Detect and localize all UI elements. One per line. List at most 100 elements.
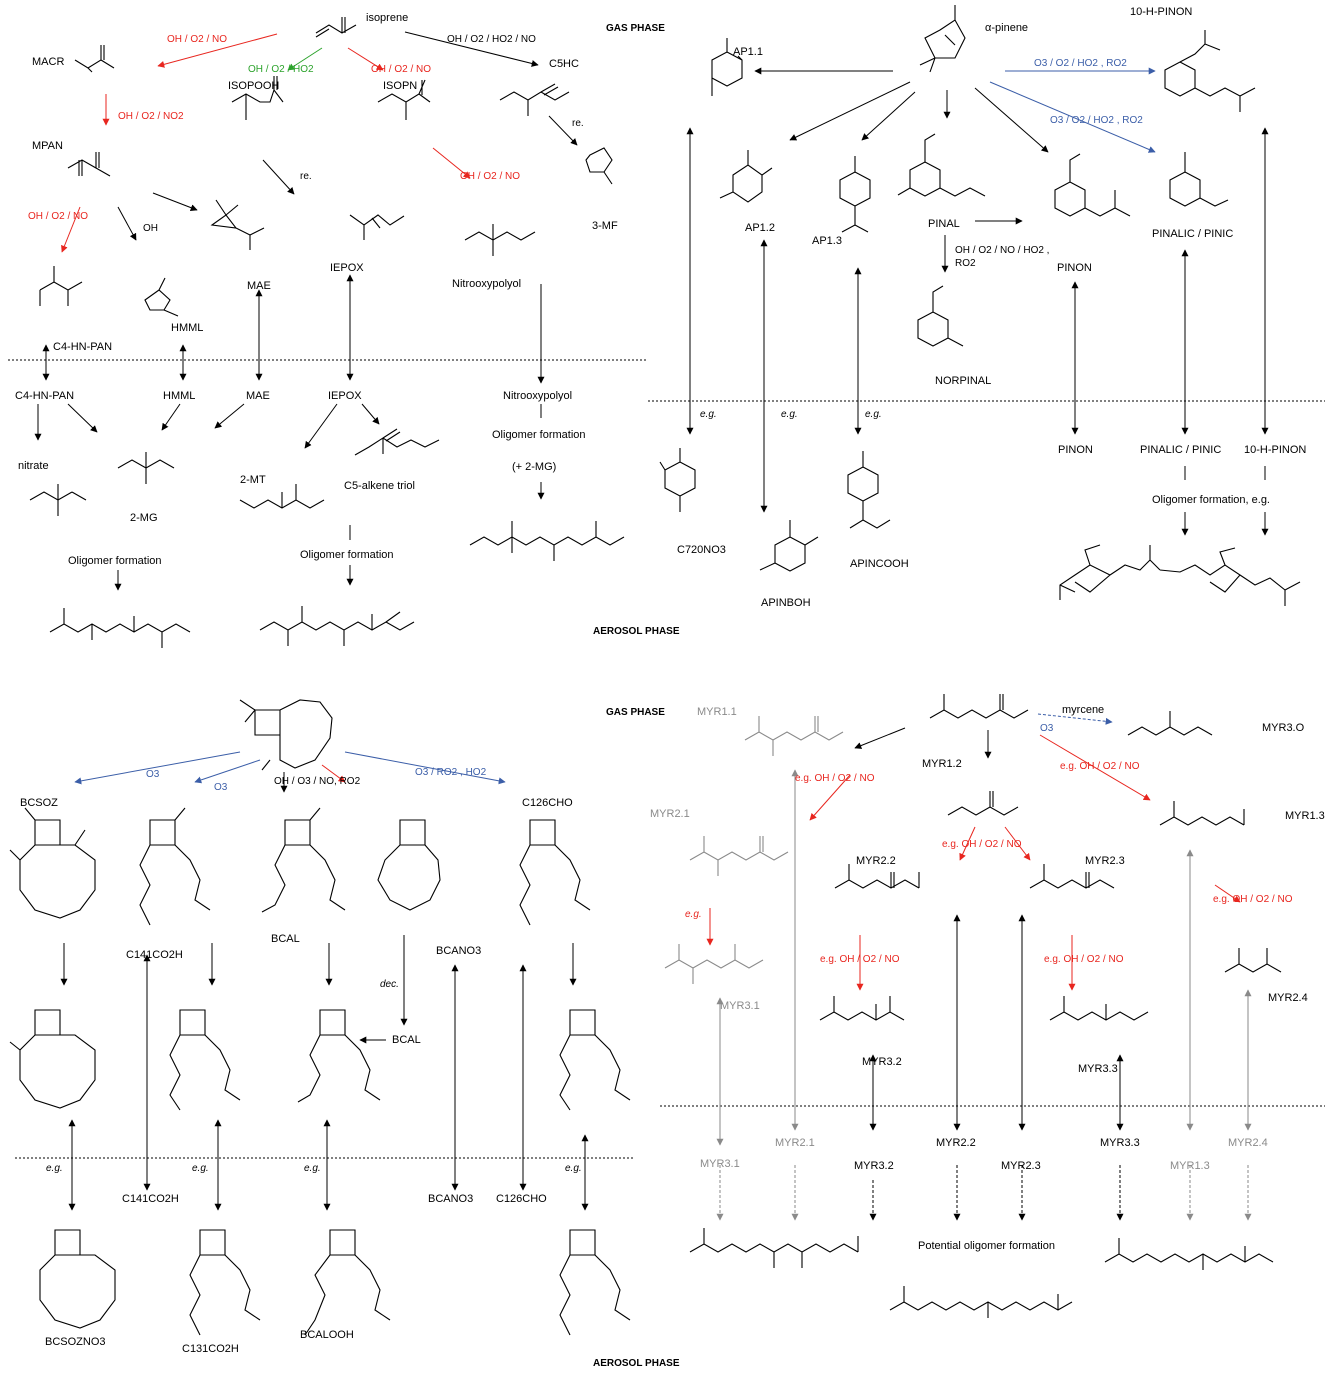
- label-bcal-side: BCAL: [392, 1034, 421, 1046]
- label-c5hc: C5HC: [549, 58, 579, 70]
- label-c720no3: C720NO3: [677, 544, 726, 556]
- label-nitrooxypolyol-gas: Nitrooxypolyol: [452, 278, 522, 290]
- label-alpha-pinene: α-pinene: [985, 22, 1029, 34]
- label-ap12: AP1.2: [745, 222, 775, 234]
- isoprene-structures: [29, 17, 625, 648]
- label-r-hmml: OH: [143, 223, 158, 234]
- label-10hpinon-gas: 10-H-PINON: [1130, 6, 1193, 18]
- label-bcano3-gas: BCANO3: [436, 945, 482, 957]
- label-r-myr32: e.g. OH / O2 / NO: [820, 954, 900, 965]
- label-c4hnpan-gas: C4-HN-PAN: [53, 341, 113, 353]
- label-r-mpan: OH / O2 / NO2: [118, 111, 184, 122]
- label-r-c4hnpan: OH / O2 / NO: [28, 211, 89, 222]
- label-eg-apincooh: e.g.: [865, 409, 882, 420]
- label-apincooh: APINCOOH: [850, 558, 909, 570]
- label-myr32-aer: MYR3.2: [854, 1160, 894, 1172]
- label-myr21-gas: MYR2.1: [650, 808, 690, 820]
- label-myr33-gas: MYR3.3: [1078, 1063, 1118, 1075]
- label-bcalooh: BCALOOH: [300, 1329, 354, 1341]
- label-mpan: MPAN: [32, 140, 63, 152]
- label-bcal-gas: BCAL: [271, 933, 300, 945]
- isoprene-arrows: [34, 31, 578, 591]
- label-myr23-gas: MYR2.3: [1085, 855, 1125, 867]
- myrcene-structures: [689, 694, 1282, 1318]
- label-myr12: MYR1.2: [922, 758, 962, 770]
- label-r-3mf: re.: [572, 118, 584, 129]
- label-r-c141co2h: O3: [214, 782, 228, 793]
- label-dec: dec.: [380, 979, 399, 990]
- bcary-structures: [9, 699, 631, 1336]
- label-r-bcsoz: O3: [146, 769, 160, 780]
- label-r-macr: OH / O2 / NO: [167, 34, 228, 45]
- myrcene-gray-structures: [664, 716, 844, 984]
- label-2mg: 2-MG: [130, 512, 158, 524]
- label-myr31-gas: MYR3.1: [720, 1000, 760, 1012]
- label-myr13-aer: MYR1.3: [1170, 1160, 1210, 1172]
- label-r-isopooh: OH / O2 / HO2: [248, 64, 314, 75]
- label-hmml-gas: HMML: [171, 322, 204, 334]
- label-c126cho-gas: C126CHO: [522, 797, 573, 809]
- label-r-norpinal: OH / O2 / NO / HO2 , RO2: [955, 245, 1050, 269]
- label-eg-c126cho: e.g.: [565, 1163, 582, 1174]
- label-r-pinic: O3 / O2 / HO2 , RO2: [1050, 115, 1143, 126]
- label-pinon-gas: PINON: [1057, 262, 1092, 274]
- label-ap11: AP1.1: [733, 46, 763, 58]
- label-oligomer-isoprene-3: Oligomer formation: [492, 429, 586, 441]
- label-r-bcal: OH / O3 / NO, RO2: [274, 776, 361, 787]
- label-isopn: ISOPN: [383, 80, 418, 92]
- label-macr: MACR: [32, 56, 65, 68]
- label-myr31-aer: MYR3.1: [700, 1158, 740, 1170]
- label-pinon-aer: PINON: [1058, 444, 1093, 456]
- label-myr23-aer: MYR2.3: [1001, 1160, 1041, 1172]
- label-isoprene: isoprene: [366, 12, 409, 24]
- label-bcsoz: BCSOZ: [20, 797, 58, 809]
- label-r-myr3o: O3: [1040, 723, 1054, 734]
- label-mae-gas: MAE: [247, 280, 271, 292]
- label-2mt: 2-MT: [240, 474, 266, 486]
- label-10hpinon-aer: 10-H-PINON: [1244, 444, 1307, 456]
- label-myr24-aer: MYR2.4: [1228, 1137, 1268, 1149]
- gas-phase-header-top: GAS PHASE: [606, 23, 665, 34]
- label-myr13-gas: MYR1.3: [1285, 810, 1325, 822]
- label-myr33-aer: MYR3.3: [1100, 1137, 1140, 1149]
- label-norpinal: NORPINAL: [935, 375, 992, 387]
- label-oligomer-pinene: Oligomer formation, e.g.: [1152, 494, 1270, 506]
- label-r-iepox: re.: [300, 171, 312, 182]
- label-mae-aer: MAE: [246, 390, 270, 402]
- label-c131co2h: C131CO2H: [182, 1343, 239, 1355]
- label-r-myr31: e.g.: [685, 909, 702, 920]
- label-eg-bcsozno3: e.g.: [46, 1163, 63, 1174]
- myrcene-arrows: [706, 713, 1252, 1221]
- gas-phase-header-bottom: GAS PHASE: [606, 707, 665, 718]
- label-r-10hpinon: O3 / O2 / HO2 , RO2: [1034, 58, 1127, 69]
- label-r-myr21: e.g. OH / O2 / NO: [795, 773, 875, 784]
- label-oligomer-isoprene-1: Oligomer formation: [68, 555, 162, 567]
- label-pinic-aer: PINALIC / PINIC: [1140, 444, 1222, 456]
- label-myr21-aer: MYR2.1: [775, 1137, 815, 1149]
- label-iepox-aer: IEPOX: [328, 390, 362, 402]
- label-myr24-gas: MYR2.4: [1268, 992, 1308, 1004]
- label-eg-c720no3: e.g.: [700, 409, 717, 420]
- label-isopooh: ISOPOOH: [228, 80, 280, 92]
- label-iepox-gas: IEPOX: [330, 262, 364, 274]
- label-potential-oligomer: Potential oligomer formation: [918, 1240, 1055, 1252]
- pinene-arrows: [686, 67, 1269, 536]
- label-c5-triol: C5-alkene triol: [344, 480, 415, 492]
- label-c4hnpan-aer: C4-HN-PAN: [15, 390, 75, 402]
- label-c141co2h-gas: C141CO2H: [126, 949, 183, 961]
- label-pinal: PINAL: [928, 218, 960, 230]
- bcary-arrows: [60, 751, 589, 1211]
- label-nitrate: nitrate: [18, 460, 49, 472]
- aerosol-phase-header-bottom: AEROSOL PHASE: [593, 1358, 680, 1369]
- label-oligomer-mg: (+ 2-MG): [512, 461, 557, 473]
- label-c126cho-aer: C126CHO: [496, 1193, 547, 1205]
- label-myrcene: myrcene: [1062, 704, 1105, 716]
- label-r-myr24: e.g. OH / O2 / NO: [1213, 894, 1293, 905]
- label-r-c126cho: O3 / RO2 , HO2: [415, 767, 487, 778]
- aerosol-phase-header-top: AEROSOL PHASE: [593, 626, 680, 637]
- label-myr22-gas: MYR2.2: [856, 855, 896, 867]
- label-r-myr33: e.g. OH / O2 / NO: [1044, 954, 1124, 965]
- pinene-structures: [659, 5, 1301, 606]
